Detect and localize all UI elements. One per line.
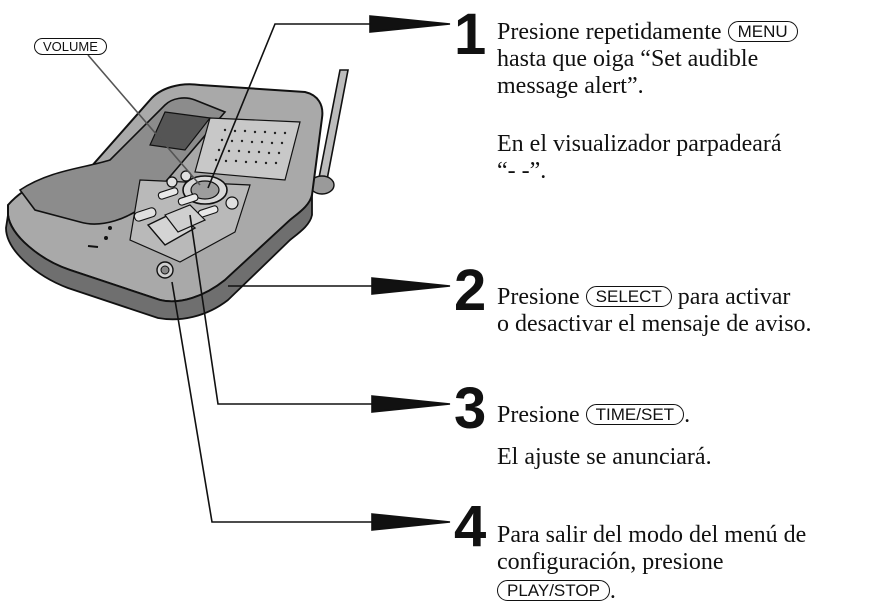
base-unit (5, 83, 324, 321)
step-4-line-1: Para salir del modo del menú de (497, 522, 807, 548)
volume-key-label: VOLUME (34, 38, 107, 55)
menu-key: MENU (727, 21, 798, 42)
callout-lines (171, 15, 451, 531)
volume-pointer-line (87, 54, 201, 186)
step-3-note-1: El ajuste se anunciará. (497, 444, 712, 470)
step-1-line-3: message alert”. (497, 73, 644, 99)
step-1-note-1: En el visualizador parpadeará (497, 131, 782, 157)
antenna (309, 69, 349, 195)
step-3-number: 3 (454, 376, 487, 441)
step-4-number: 4 (454, 494, 487, 559)
step-2-line-1: Presione SELECT para activar (497, 284, 791, 310)
step-2-number: 2 (454, 258, 487, 323)
step-1-line-2: hasta que oiga “Set audible (497, 46, 759, 72)
step-4-line-2: configuración, presione (497, 549, 724, 575)
time-set-key: TIME/SET (585, 404, 685, 425)
step-1-line-1: Presione repetidamente MENU (497, 19, 798, 46)
step-3-line-1: Presione TIME/SET. (497, 402, 691, 428)
select-key: SELECT (585, 286, 672, 307)
step-4-line-3: PLAY/STOP. (497, 578, 616, 605)
step-1-number: 1 (454, 2, 487, 67)
step-2-line-2: o desactivar el mensaje de aviso. (497, 311, 812, 337)
step-1-note-2: “- -”. (497, 158, 547, 184)
play-stop-key: PLAY/STOP (497, 580, 610, 601)
